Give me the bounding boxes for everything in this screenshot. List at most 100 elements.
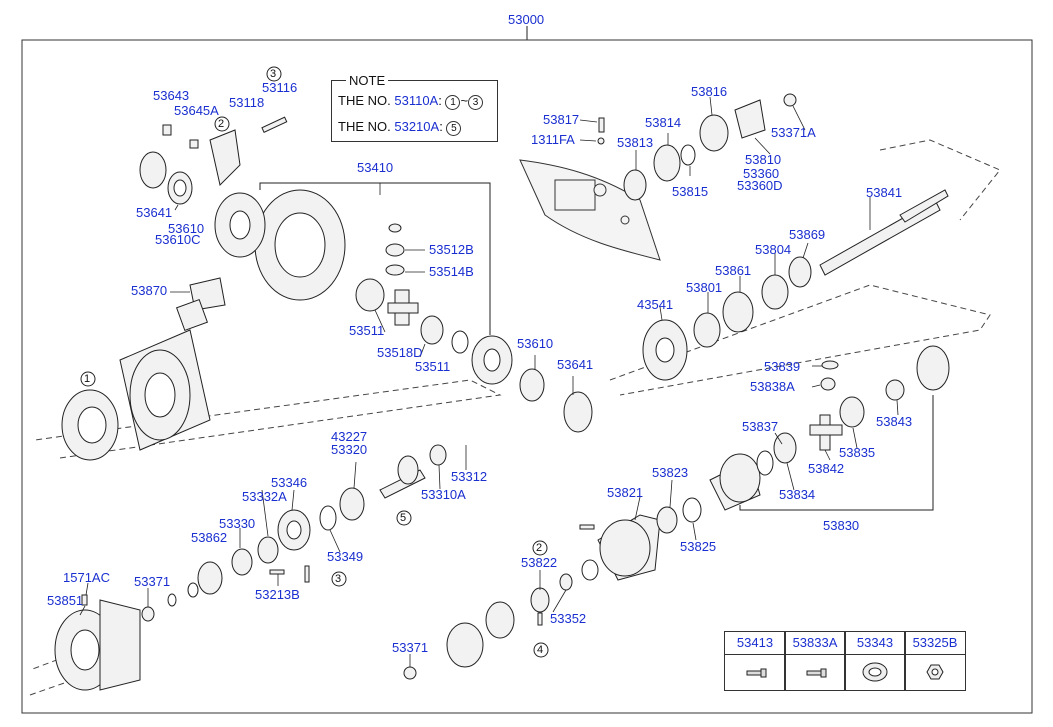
callout-1-left: 1 [84, 373, 91, 385]
part-label[interactable]: 53817 [543, 112, 580, 127]
part-label[interactable]: 43541 [637, 297, 674, 312]
housing-illustration [519, 159, 661, 261]
seal-ring-icon [862, 662, 888, 682]
legend-cell[interactable]: 53343 [844, 631, 906, 691]
part-label[interactable]: 53862 [191, 530, 228, 545]
part-label[interactable]: 53514B [429, 264, 474, 279]
part-label[interactable]: 53801 [686, 280, 723, 295]
part-label[interactable]: 53410 [357, 160, 394, 175]
part-label[interactable]: 53610C [155, 232, 201, 247]
part-label[interactable]: 53839 [764, 359, 801, 374]
callout-3-bottom: 3 [335, 573, 342, 585]
note-line2-prefix: THE NO. [338, 119, 391, 134]
part-label[interactable]: 53645A [174, 103, 219, 118]
part-label[interactable]: 53332A [242, 489, 287, 504]
note-line-1: THE NO. 53110A: 1~3 [338, 93, 484, 110]
part-label[interactable]: 53511 [415, 359, 451, 374]
part-label[interactable]: 53842 [808, 461, 845, 476]
part-label[interactable]: 53641 [557, 357, 594, 372]
part-label[interactable]: 53823 [652, 465, 689, 480]
legend-cell[interactable]: 53413 [724, 631, 786, 691]
callout-2-bottom: 2 [536, 542, 543, 554]
part-label[interactable]: 53352 [550, 611, 587, 626]
legend-cell[interactable]: 53325B [904, 631, 966, 691]
part-label[interactable]: 53518D [377, 345, 423, 360]
legend-code[interactable]: 53413 [725, 632, 785, 655]
part-label[interactable]: 53371A [771, 125, 816, 140]
part-label[interactable]: 53360 [743, 166, 780, 181]
part-label[interactable]: 43227 [331, 429, 368, 444]
part-shapes [54, 93, 950, 691]
bolt-icon [806, 668, 827, 678]
part-label[interactable]: 53815 [672, 184, 709, 199]
part-label[interactable]: 53312 [451, 469, 488, 484]
part-label[interactable]: 53371 [392, 640, 429, 655]
part-label[interactable]: 53349 [327, 549, 364, 564]
part-label[interactable]: 53869 [789, 227, 826, 242]
part-label[interactable]: 53822 [521, 555, 558, 570]
part-label[interactable]: 53330 [219, 516, 256, 531]
part-label[interactable]: 53360D [737, 178, 783, 193]
part-label[interactable]: 53641 [136, 205, 173, 220]
part-label[interactable]: 53816 [691, 84, 728, 99]
part-label[interactable]: 53118 [229, 95, 265, 110]
part-label[interactable]: 1571AC [63, 570, 110, 585]
part-label[interactable]: 53610 [168, 221, 205, 236]
diagram-frame [21, 39, 1033, 714]
part-label[interactable]: 53310A [421, 487, 466, 502]
part-label[interactable]: 53851 [47, 593, 84, 608]
note-line-2: THE NO. 53210A: 5 [338, 119, 462, 136]
part-label[interactable]: 53838A [750, 379, 795, 394]
note-line1-end: 3 [468, 95, 484, 110]
note-title: NOTE [346, 73, 389, 88]
part-label[interactable]: 53830 [823, 518, 860, 533]
callout-4: 4 [537, 644, 544, 656]
note-line1-prefix: THE NO. [338, 93, 391, 108]
part-label[interactable]: 53834 [779, 487, 816, 502]
part-label[interactable]: 53814 [645, 115, 682, 130]
part-label[interactable]: 53512B [429, 242, 474, 257]
parts-legend: 53413 53833A 53343 53325B [724, 631, 966, 691]
part-label[interactable]: 53837 [742, 419, 779, 434]
part-label[interactable]: 53835 [839, 445, 876, 460]
part-label[interactable]: 53804 [755, 242, 792, 257]
note-line1-part[interactable]: 53110A [394, 93, 439, 108]
note-line1-start: 1 [445, 95, 461, 110]
bracket-53410 [259, 182, 491, 335]
part-label[interactable]: 53825 [680, 539, 717, 554]
legend-code[interactable]: 53325B [905, 632, 965, 655]
part-label[interactable]: 53870 [131, 283, 168, 298]
nut-icon [926, 664, 944, 680]
callout-circles [80, 66, 549, 658]
assembly-number[interactable]: 53000 [508, 12, 545, 27]
part-label[interactable]: 53813 [617, 135, 654, 150]
callout-2-top: 2 [218, 118, 225, 130]
part-label[interactable]: 53643 [153, 88, 190, 103]
part-label[interactable]: 53116 [262, 80, 298, 95]
part-label[interactable]: 53213B [255, 587, 300, 602]
callout-3-top: 3 [270, 68, 277, 80]
part-label[interactable]: 53346 [271, 475, 308, 490]
leader-lines [79, 96, 899, 667]
note-line1-sep: ~ [460, 93, 469, 108]
note-line2-part[interactable]: 53210A [394, 119, 440, 134]
part-label[interactable]: 53841 [866, 185, 903, 200]
part-label[interactable]: 53371 [134, 574, 171, 589]
part-label[interactable]: 53610 [517, 336, 554, 351]
note-line2-ref: 5 [446, 121, 462, 136]
legend-code[interactable]: 53833A [785, 632, 845, 655]
part-label[interactable]: 53810 [745, 152, 782, 167]
callout-5: 5 [400, 512, 407, 524]
part-label[interactable]: 53511 [349, 323, 385, 338]
part-label[interactable]: 53861 [715, 263, 752, 278]
part-label[interactable]: 53843 [876, 414, 913, 429]
legend-cell[interactable]: 53833A [784, 631, 846, 691]
part-label[interactable]: 53320 [331, 442, 368, 457]
part-label[interactable]: 1311FA [531, 132, 575, 147]
bolt-icon [746, 668, 767, 678]
note-box: NOTE THE NO. 53110A: 1~3 THE NO. 53210A:… [331, 73, 498, 142]
part-label[interactable]: 53821 [607, 485, 644, 500]
legend-code[interactable]: 53343 [845, 632, 905, 655]
